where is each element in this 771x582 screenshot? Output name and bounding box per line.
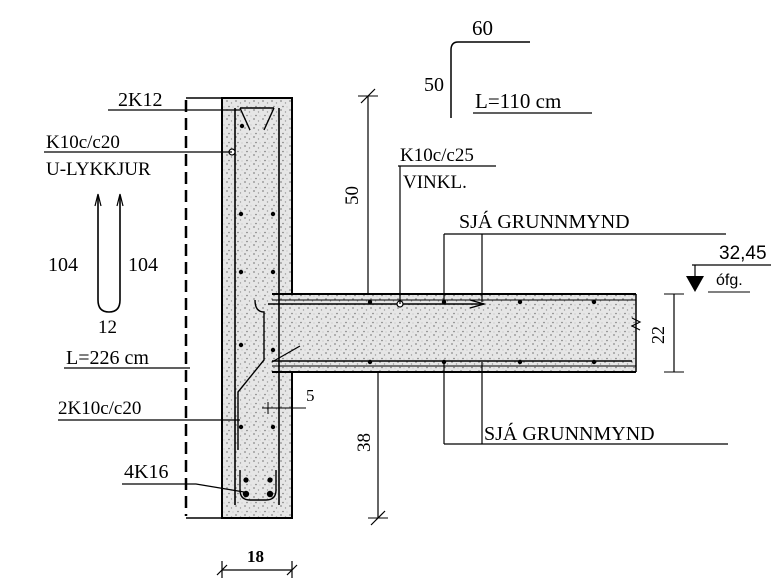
rebar-dot	[242, 490, 250, 498]
rebar-dot	[238, 424, 244, 430]
see-plan-top-label: SJÁ GRUNNMYND	[459, 210, 630, 233]
slab-top-bar-end	[469, 299, 487, 309]
angle-bar	[237, 299, 265, 450]
slab-section	[272, 293, 642, 373]
see-plan-bottom-label: SJÁ GRUNNMYND	[484, 422, 655, 445]
level-triangle-icon	[686, 276, 704, 292]
reinforcement	[234, 107, 632, 505]
slab-dim-50-label: 50	[342, 186, 363, 205]
level-tag-label: ófg.	[716, 272, 743, 289]
rebar-dot	[270, 269, 276, 275]
top-bar-left-label: 60	[472, 16, 493, 40]
u-loop-shape	[97, 196, 121, 313]
top-bar-down-label: 50	[424, 74, 444, 96]
top-bar-sketch	[450, 41, 592, 118]
wall-top-hook	[239, 107, 275, 131]
rebar-dot	[270, 347, 276, 353]
slab-thickness-label: 22	[648, 326, 668, 344]
slab-break-mark	[630, 317, 642, 331]
rebar-dot	[238, 342, 244, 348]
rebar-dot	[591, 299, 597, 305]
wall-bars-mid-label: 2K10c/c20	[58, 398, 141, 419]
wall-bottom-loop	[239, 470, 277, 501]
u-loop-hooks	[94, 193, 124, 207]
angle-bar-name-label: VINKL.	[403, 172, 467, 193]
rebar-dot	[267, 477, 273, 483]
rebar-dot	[266, 490, 274, 498]
angle-bar-spec-label: K10c/c25	[400, 145, 474, 166]
rebar-dot	[517, 359, 523, 365]
rebar-dot	[517, 299, 523, 305]
u-loops-spec-label: K10c/c20	[46, 132, 120, 153]
dim-18-slash	[216, 564, 228, 576]
dim-38-label: 38	[354, 433, 375, 452]
rebar-dot	[238, 211, 244, 217]
slab-diagonal-bar	[271, 345, 301, 363]
rebar-dots	[238, 123, 597, 498]
u-leg-right-label: 104	[128, 254, 158, 276]
u-leg-left-label: 104	[48, 254, 78, 276]
rebar-dot	[243, 477, 249, 483]
wall-bottom-bars-label: 4K16	[124, 461, 168, 483]
wall-top-bars-label: 2K12	[118, 89, 162, 111]
rebar-dot	[367, 299, 373, 305]
rebar-dot	[591, 359, 597, 365]
u-loops-name-label: U-LYKKJUR	[46, 159, 151, 180]
u-loop-sketch	[94, 193, 124, 313]
rebar-dot	[239, 123, 245, 129]
rebar-dot	[238, 269, 244, 275]
level-value-label: 32,45	[719, 243, 767, 264]
top-bar-shape	[450, 41, 530, 118]
rebar-dot	[270, 211, 276, 217]
u-length-label: L=226 cm	[66, 347, 149, 369]
rebar-dot	[270, 424, 276, 430]
top-bar-length-label: L=110 cm	[475, 89, 561, 113]
rebar-dot	[367, 359, 373, 365]
dim-18-slash	[286, 564, 298, 576]
dim-5-label: 5	[306, 386, 315, 405]
wall-width-label: 18	[247, 547, 264, 566]
leader-line	[122, 483, 245, 493]
u-bottom-label: 12	[98, 317, 117, 338]
slab-concrete	[292, 294, 636, 372]
